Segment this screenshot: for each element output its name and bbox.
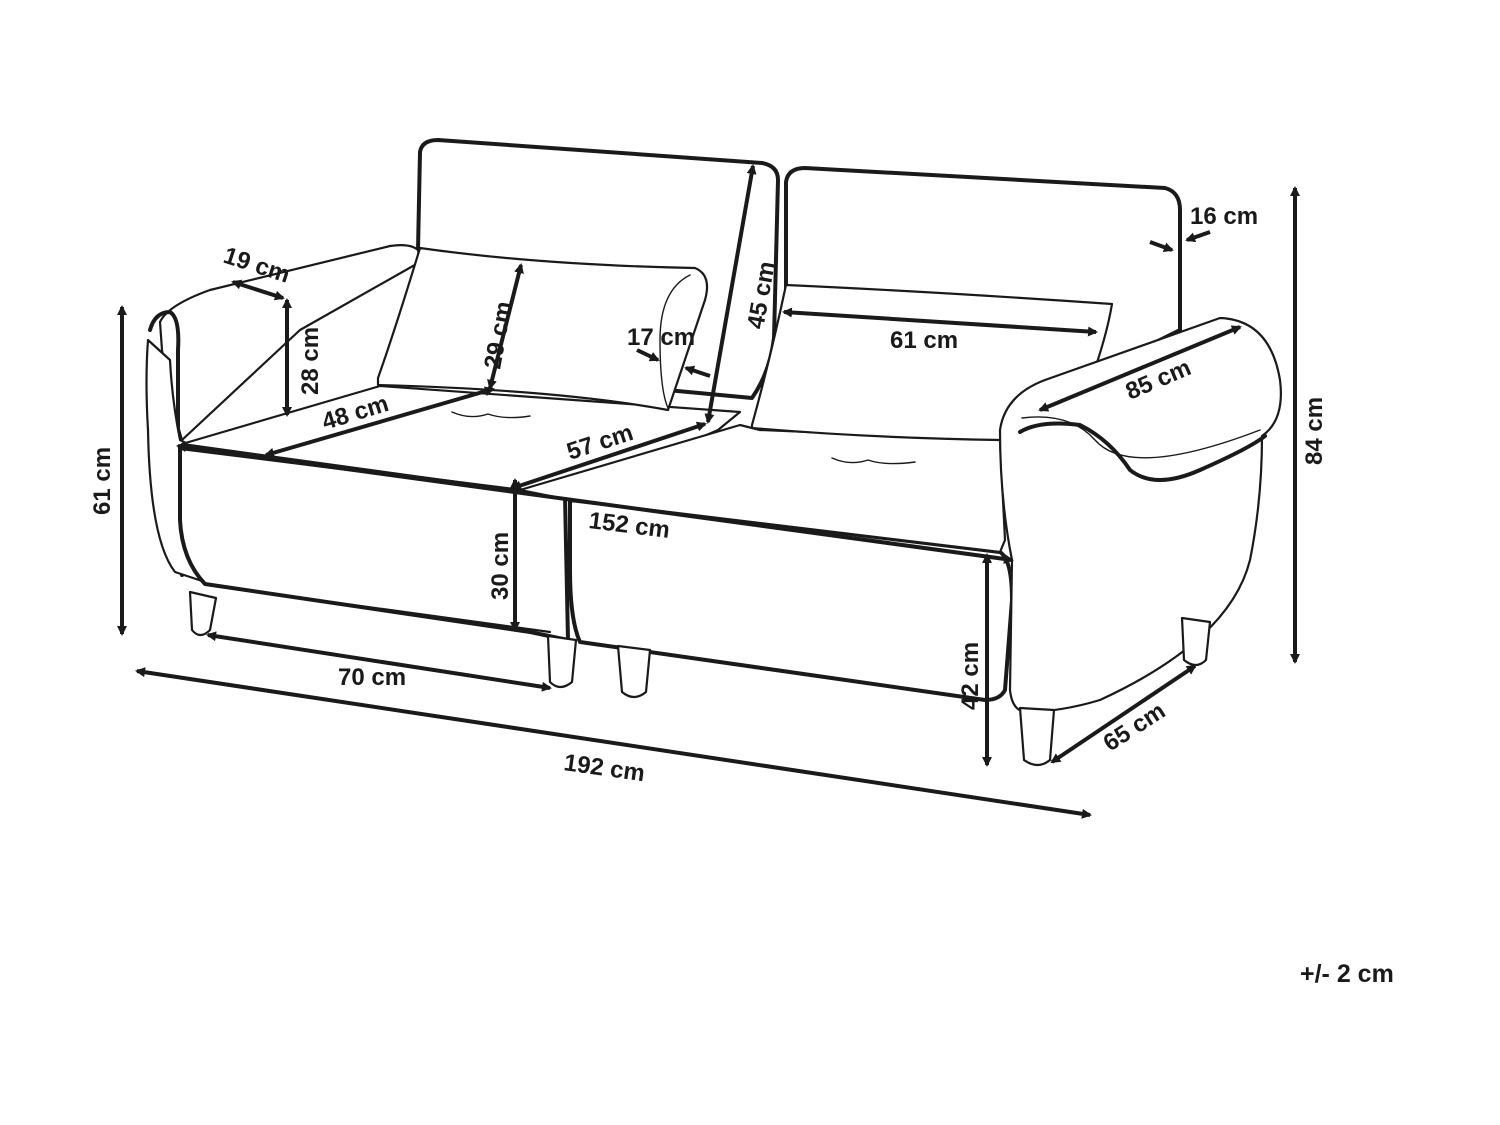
left-base	[203, 582, 552, 634]
label-armrest-height: 28 cm	[297, 327, 324, 395]
tolerance-note: +/- 2 cm	[1300, 960, 1394, 988]
leg-left-front	[188, 590, 218, 637]
backrest-height-arrow	[704, 164, 757, 424]
right-arm-piping	[1018, 421, 1267, 482]
left-pillow-seam	[659, 274, 691, 409]
armrest-width-arrow	[231, 279, 285, 301]
back-thickness-arrow-left	[1149, 240, 1174, 252]
side-depth-arrow	[1038, 325, 1242, 412]
leg-right-back	[1180, 616, 1212, 667]
leg-center-back	[546, 634, 578, 689]
label-total-width: 192 cm	[562, 749, 646, 787]
leg-center-front	[616, 644, 652, 699]
label-pillow-depth: 17 cm	[627, 324, 695, 351]
seat-total-width-arrow	[176, 442, 1014, 564]
label-arm-height: 61 cm	[89, 447, 116, 515]
leg-right-front	[1018, 706, 1056, 767]
back-thickness-arrow-right	[1185, 230, 1211, 243]
total-width-arrow	[135, 667, 1092, 819]
cushion-height-arrow	[487, 263, 524, 390]
right-arm-inner	[1021, 416, 1261, 459]
label-total-height: 84 cm	[1301, 397, 1328, 465]
label-seat-height: 42 cm	[957, 642, 984, 710]
label-seat-cushion-height: 30 cm	[487, 532, 514, 600]
pillow-depth-arrow-left	[636, 348, 660, 362]
label-back-thickness: 16 cm	[1190, 203, 1258, 230]
sofa-outline	[145, 138, 1282, 767]
dimension-lines	[117, 164, 1300, 819]
label-pillow-width: 61 cm	[890, 327, 958, 354]
label-section-width: 70 cm	[338, 664, 406, 691]
